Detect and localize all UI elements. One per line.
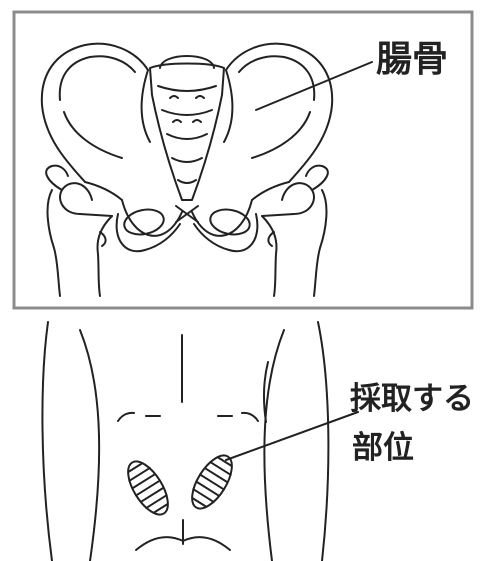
harvest-site-label-line1: 採取する — [350, 384, 474, 415]
harvest-site-left — [120, 455, 176, 521]
back-outline — [42, 322, 328, 561]
posterior-iliac-marks — [118, 413, 258, 421]
harvest-site-leader-line — [226, 412, 358, 460]
harvest-site-label-line2: 部位 — [352, 433, 414, 464]
ilium-label: 腸骨 — [376, 42, 448, 78]
buttocks-outline — [136, 520, 230, 550]
